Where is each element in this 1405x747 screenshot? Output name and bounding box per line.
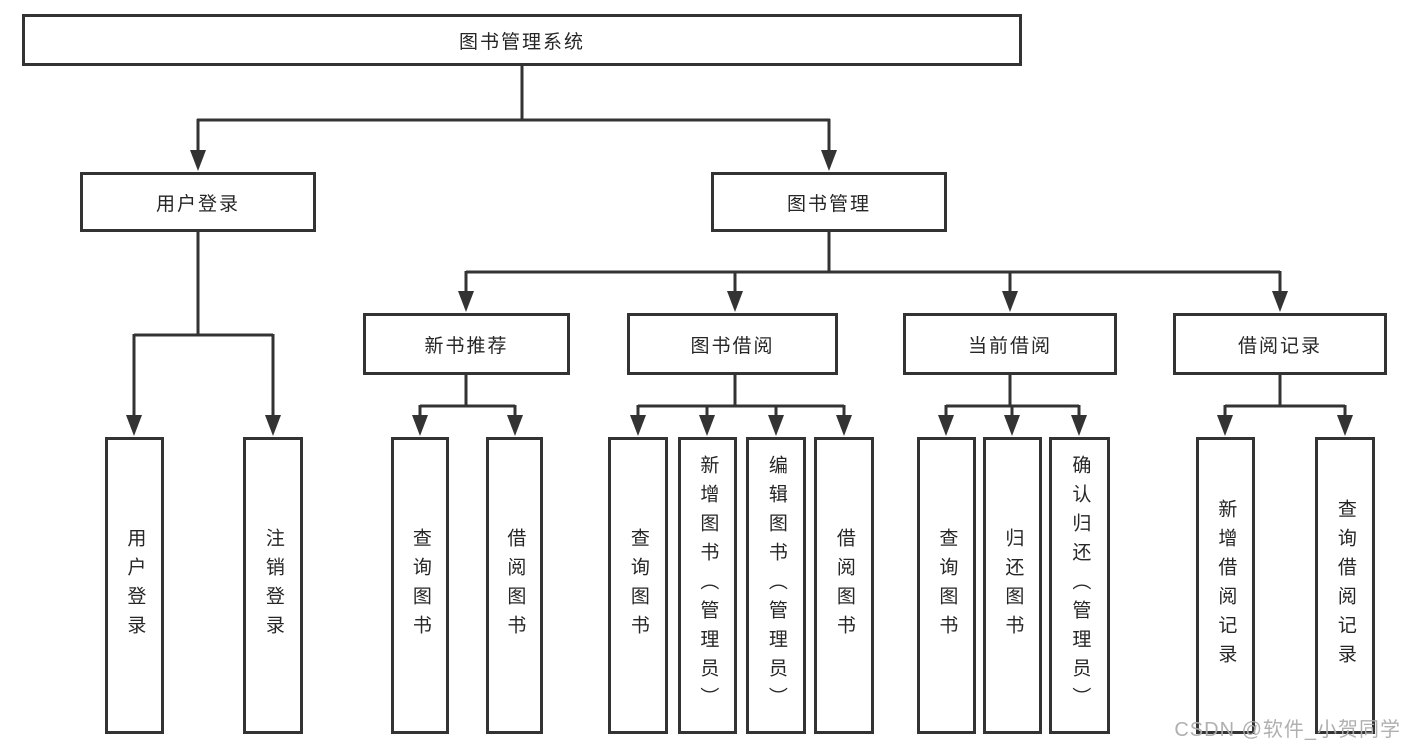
leaf-borrow-books-2-label: 借阅图书 bbox=[833, 527, 855, 644]
leaf-logout-label: 注销登录 bbox=[262, 527, 284, 644]
leaf-borrow-books-2: 借阅图书 bbox=[814, 437, 874, 734]
node-user-login: 用户登录 bbox=[80, 172, 316, 232]
node-current-borrowing: 当前借阅 bbox=[903, 313, 1117, 375]
leaf-add-book-admin-label: 新增图书（管理员） bbox=[697, 455, 719, 716]
leaf-query-books-current: 查询图书 bbox=[917, 437, 976, 734]
watermark: CSDN @软件_小贺同学 bbox=[1174, 719, 1401, 741]
leaf-logout: 注销登录 bbox=[243, 437, 303, 734]
leaf-confirm-return-admin-label: 确认归还（管理员） bbox=[1069, 455, 1091, 716]
leaf-borrow-books-recommend-label: 借阅图书 bbox=[504, 527, 526, 644]
node-current-borrowing-label: 当前借阅 bbox=[967, 335, 1052, 357]
leaf-add-borrow-record: 新增借阅记录 bbox=[1196, 437, 1255, 734]
connector-paths bbox=[132, 66, 1347, 416]
leaf-user-login: 用户登录 bbox=[105, 437, 164, 734]
node-new-book-recommend: 新书推荐 bbox=[363, 313, 570, 375]
leaf-add-borrow-record-label: 新增借阅记录 bbox=[1215, 498, 1237, 673]
leaf-query-books-borrowing: 查询图书 bbox=[608, 437, 668, 734]
leaf-add-book-admin: 新增图书（管理员） bbox=[678, 437, 737, 734]
leaf-borrow-books-recommend: 借阅图书 bbox=[486, 437, 543, 734]
leaf-return-books-label: 归还图书 bbox=[1002, 527, 1024, 644]
leaf-edit-book-admin-label: 编辑图书（管理员） bbox=[765, 455, 787, 716]
leaf-confirm-return-admin: 确认归还（管理员） bbox=[1049, 437, 1110, 734]
node-new-book-recommend-label: 新书推荐 bbox=[424, 335, 509, 357]
node-book-management: 图书管理 bbox=[711, 172, 947, 232]
node-book-borrowing-label: 图书借阅 bbox=[690, 335, 775, 357]
node-book-borrowing: 图书借阅 bbox=[627, 313, 838, 375]
leaf-user-login-label: 用户登录 bbox=[124, 527, 146, 644]
node-book-management-label: 图书管理 bbox=[786, 193, 871, 215]
leaf-query-borrow-record-label: 查询借阅记录 bbox=[1334, 498, 1356, 673]
node-borrowing-records-label: 借阅记录 bbox=[1237, 335, 1322, 357]
leaf-query-books-borrowing-label: 查询图书 bbox=[627, 527, 649, 644]
leaf-edit-book-admin: 编辑图书（管理员） bbox=[746, 437, 806, 734]
leaf-query-books-recommend-label: 查询图书 bbox=[409, 527, 431, 644]
node-root: 图书管理系统 bbox=[22, 14, 1022, 66]
leaf-query-borrow-record: 查询借阅记录 bbox=[1315, 437, 1375, 734]
node-borrowing-records: 借阅记录 bbox=[1173, 313, 1387, 375]
leaf-query-books-recommend: 查询图书 bbox=[391, 437, 449, 734]
node-user-login-label: 用户登录 bbox=[155, 193, 240, 215]
arrowheads bbox=[126, 150, 1353, 436]
node-root-label: 图书管理系统 bbox=[458, 31, 585, 53]
leaf-return-books: 归还图书 bbox=[983, 437, 1042, 734]
leaf-query-books-current-label: 查询图书 bbox=[936, 527, 958, 644]
